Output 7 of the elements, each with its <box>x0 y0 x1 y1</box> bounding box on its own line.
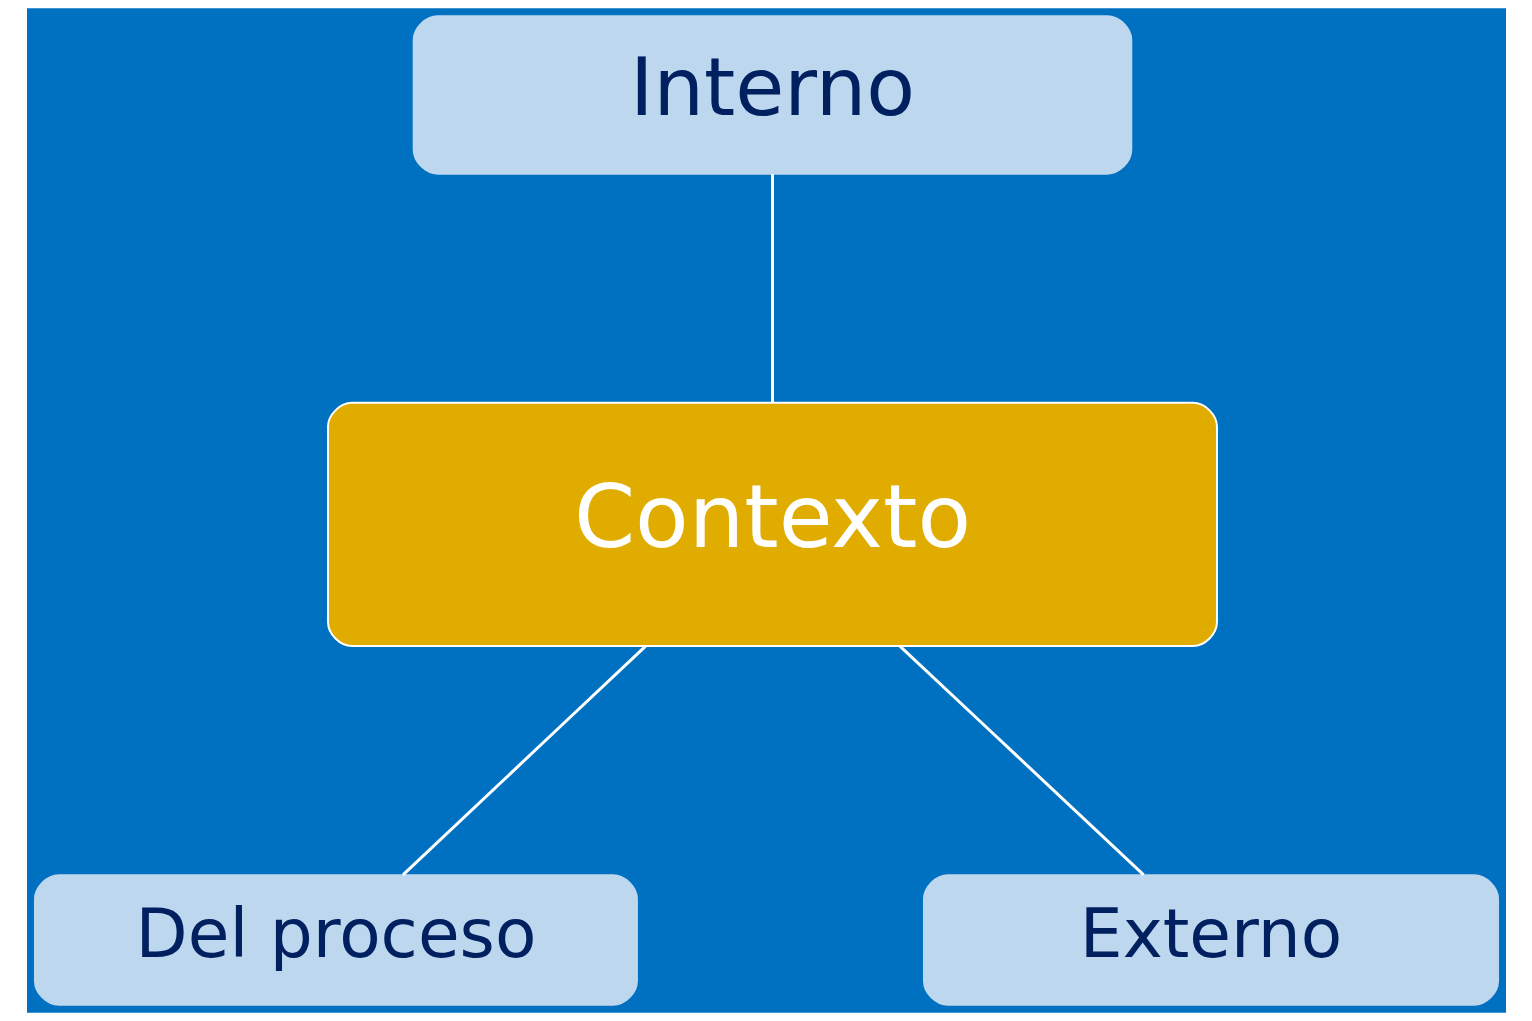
node-box: Contexto <box>326 401 1218 648</box>
node-box: Externo <box>922 874 1499 1006</box>
connector <box>770 173 774 403</box>
connector <box>898 644 1145 876</box>
node-box: Del proceso <box>33 874 638 1006</box>
connector <box>401 644 647 876</box>
node-box: Interno <box>412 15 1132 175</box>
